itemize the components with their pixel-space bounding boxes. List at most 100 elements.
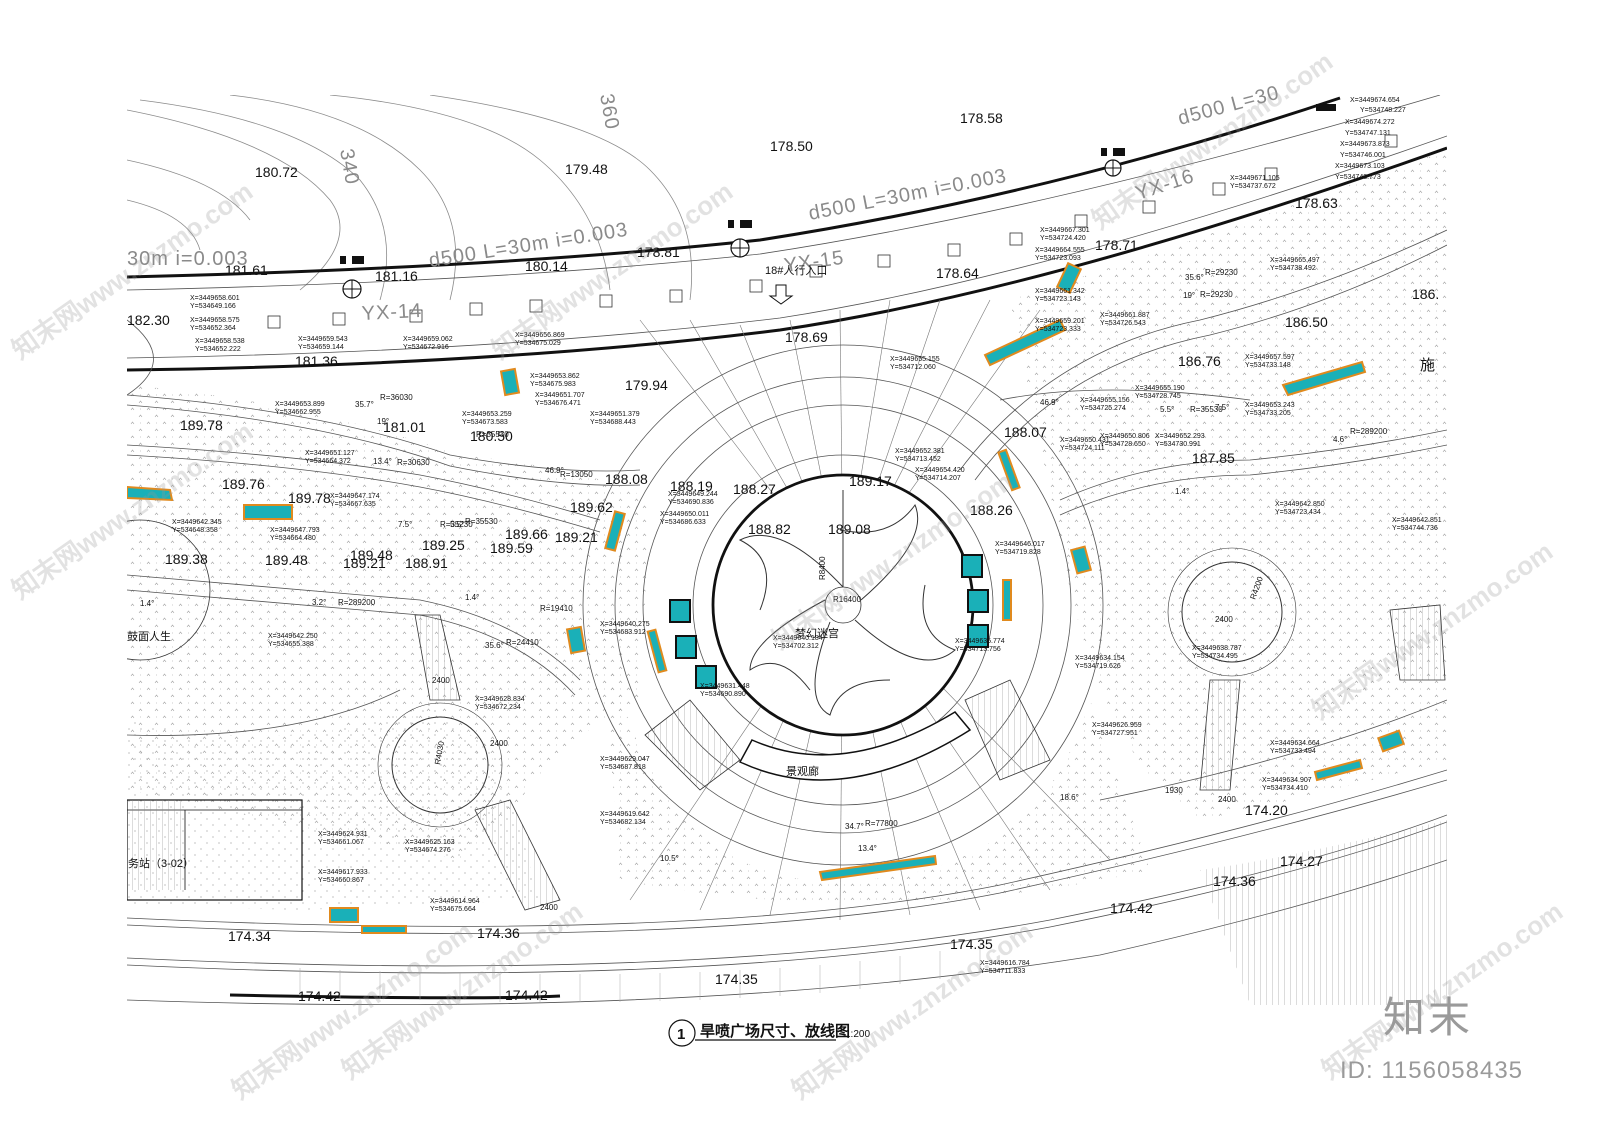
coord-x: X=3449649.244: [668, 491, 718, 498]
coord-y: Y=534676.471: [535, 400, 581, 407]
coord-x: X=3449647.793: [270, 527, 320, 534]
dimension: 7.5°: [398, 520, 412, 529]
coord-x: X=3449642.850: [1275, 501, 1325, 508]
planting-zone-right: [1010, 150, 1447, 820]
elevation: 181.16: [375, 268, 418, 284]
coord-y: Y=534675.983: [530, 381, 576, 388]
dimension: 18.6°: [1060, 793, 1079, 802]
coord-y: Y=534724.420: [1040, 235, 1086, 242]
dimension: 35.7°: [355, 400, 374, 409]
elevation: 181.61: [225, 262, 268, 278]
elevation: 174.42: [1110, 900, 1153, 916]
elevation: 180.72: [255, 164, 298, 180]
coord-y: Y=534702.312: [773, 643, 819, 650]
dimension: 1.4°: [1175, 487, 1189, 496]
dimension: 10.5°: [660, 854, 679, 863]
construction-label: 施: [1420, 357, 1435, 374]
plan-linework: [127, 95, 1447, 1005]
coord-x: X=3449650.431: [1060, 437, 1110, 444]
elevation: 174.35: [715, 971, 758, 987]
coord-y: Y=534737.672: [1230, 183, 1276, 190]
coord-x: X=3449647.174: [330, 493, 380, 500]
elevation: 189.17: [849, 473, 892, 489]
maze-label: 梦幻迷宫: [795, 626, 839, 640]
coord-y: Y=534664.480: [270, 535, 316, 542]
coord-x: X=3449652.293: [1155, 433, 1205, 440]
coord-y: Y=534730.991: [1155, 441, 1201, 448]
elevation: 179.94: [625, 377, 668, 393]
elevation: 174.35: [950, 936, 993, 952]
coord-x: X=3449634.154: [1075, 655, 1125, 662]
coord-y: Y=534682.134: [600, 819, 646, 826]
coord-x: X=3449661.342: [1035, 288, 1085, 295]
coord-x: X=3449667.301: [1040, 227, 1090, 234]
coord-x: X=3449650.806: [1100, 433, 1150, 440]
coord-y: Y=534728.650: [1100, 441, 1146, 448]
elevation: 180.14: [525, 258, 568, 274]
coord-y: Y=534714.207: [915, 475, 961, 482]
dimension: 2400: [1215, 615, 1233, 624]
coord-x: X=3449655.155: [890, 356, 940, 363]
contour-label: 360: [595, 92, 623, 132]
coord-x: X=3449654.420: [915, 467, 965, 474]
elevation: 189.59: [490, 540, 533, 556]
elevation-labels: 178.58 178.50 180.72 179.48 178.63 181.6…: [127, 110, 1439, 1004]
elevation: 188.91: [405, 555, 448, 571]
coord-x: X=3449657.597: [1245, 354, 1295, 361]
road-edge-thin-2: [127, 135, 1447, 359]
coord-y: Y=534727.951: [1092, 730, 1138, 737]
coord-x: X=3449642.250: [268, 633, 318, 640]
elevation: 178.64: [936, 265, 979, 281]
dimension: R=29230: [1200, 290, 1233, 299]
dimension: R=35530: [1190, 405, 1223, 414]
dimension: R=19410: [540, 604, 573, 613]
elevation: 188.08: [605, 471, 648, 487]
coord-y: Y=534649.166: [190, 303, 236, 310]
fountain-boxes: [669, 554, 989, 689]
dimension: 2400: [540, 903, 558, 912]
brand-id: ID: 1156058435: [1340, 1057, 1523, 1084]
elevation: 181.01: [383, 419, 426, 435]
paver-squares: [267, 134, 1398, 329]
coord-x: X=3449658.601: [190, 295, 240, 302]
coord-y: Y=534655.388: [268, 641, 314, 648]
coord-x: X=3449656.869: [515, 332, 565, 339]
dimension: R=36030: [380, 393, 413, 402]
elevation: 179.48: [565, 161, 608, 177]
coord-y: Y=534726.543: [1100, 320, 1146, 327]
dimension: R=35530: [476, 430, 509, 439]
coord-x: X=3449629.047: [600, 756, 650, 763]
coord-y: Y=534659.144: [298, 344, 344, 351]
coord-y: Y=534748.227: [1360, 107, 1406, 114]
coord-x: X=3449653.259: [462, 411, 512, 418]
dimension: 46.9°: [545, 466, 564, 475]
elevation: 189.78: [180, 417, 223, 433]
elevation: 174.34: [228, 928, 271, 944]
elevation: 174.20: [1245, 802, 1288, 818]
service-label: 务站（3-02）: [128, 856, 194, 870]
dimension: R=289200: [1350, 427, 1388, 436]
elevation: 186.76: [1178, 353, 1221, 369]
coord-x: X=3449642.851: [1392, 517, 1442, 524]
coord-x: X=3449673.873: [1340, 141, 1390, 148]
title-number: 1: [677, 1026, 685, 1043]
coord-y: Y=534664.372: [305, 458, 351, 465]
elevation: 178.63: [1295, 195, 1338, 211]
coord-y: Y=534746.001: [1340, 152, 1386, 159]
coord-x: X=3449658.538: [195, 338, 245, 345]
drawing-title: 1 旱喷广场尺寸、放线图 1:200: [668, 1019, 870, 1047]
maze-pattern: [738, 490, 956, 716]
elevation: 189.21: [555, 529, 598, 545]
coord-x: X=3449653.899: [275, 401, 325, 408]
dimension: R16400: [833, 595, 862, 604]
dimension: R=30630: [397, 458, 430, 467]
coord-y: Y=534652.364: [190, 325, 236, 332]
coord-y: Y=534747.131: [1345, 130, 1391, 137]
coord-y: Y=534675.029: [515, 340, 561, 347]
lower-roads: [127, 769, 1447, 1005]
elevation: 188.82: [748, 521, 791, 537]
coord-x: X=3449653.862: [530, 373, 580, 380]
coord-x: X=3449646.017: [995, 541, 1045, 548]
coord-y: Y=534723.143: [1035, 296, 1081, 303]
